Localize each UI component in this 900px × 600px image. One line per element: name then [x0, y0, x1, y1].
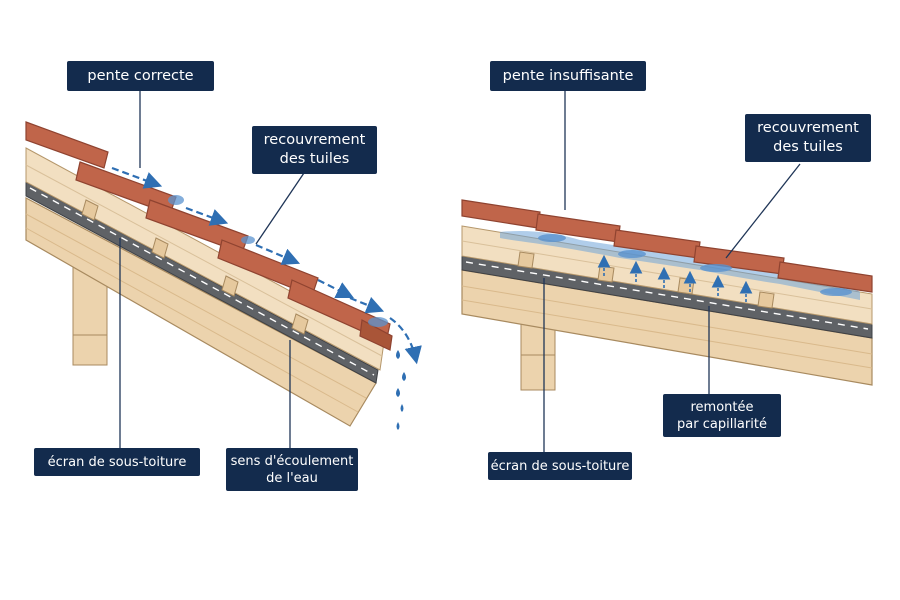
left-rafter	[25, 197, 377, 427]
right-roof-tiles	[461, 199, 873, 293]
right-leader-lines	[543, 88, 801, 452]
label-insufficient-slope: pente insuffisante	[490, 61, 646, 91]
label-water-flow-direction: sens d'écoulement de l'eau	[226, 448, 358, 491]
left-water-drips	[396, 350, 406, 430]
right-water-infiltration	[500, 231, 860, 300]
label-capillary-rise: remontée par capillarité	[663, 394, 781, 437]
right-water-pooling	[538, 234, 852, 296]
left-underlay-membrane	[25, 181, 379, 384]
left-water-flow-arrows	[111, 166, 422, 365]
label-tile-overlap-left: recouvrement des tuiles	[252, 126, 377, 174]
label-underlay-membrane-right: écran de sous-toiture	[488, 452, 632, 480]
left-water-film	[168, 195, 388, 327]
right-roof-section	[461, 88, 873, 452]
label-correct-slope: pente correcte	[67, 61, 214, 91]
left-roof-tiles	[25, 121, 393, 351]
label-underlay-membrane-left: écran de sous-toiture	[34, 448, 200, 476]
label-tile-overlap-right: recouvrement des tuiles	[745, 114, 871, 162]
left-leader-lines	[119, 88, 307, 448]
left-roof-section	[25, 88, 422, 448]
right-capillary-arrows	[597, 254, 753, 302]
left-battens	[81, 199, 309, 335]
